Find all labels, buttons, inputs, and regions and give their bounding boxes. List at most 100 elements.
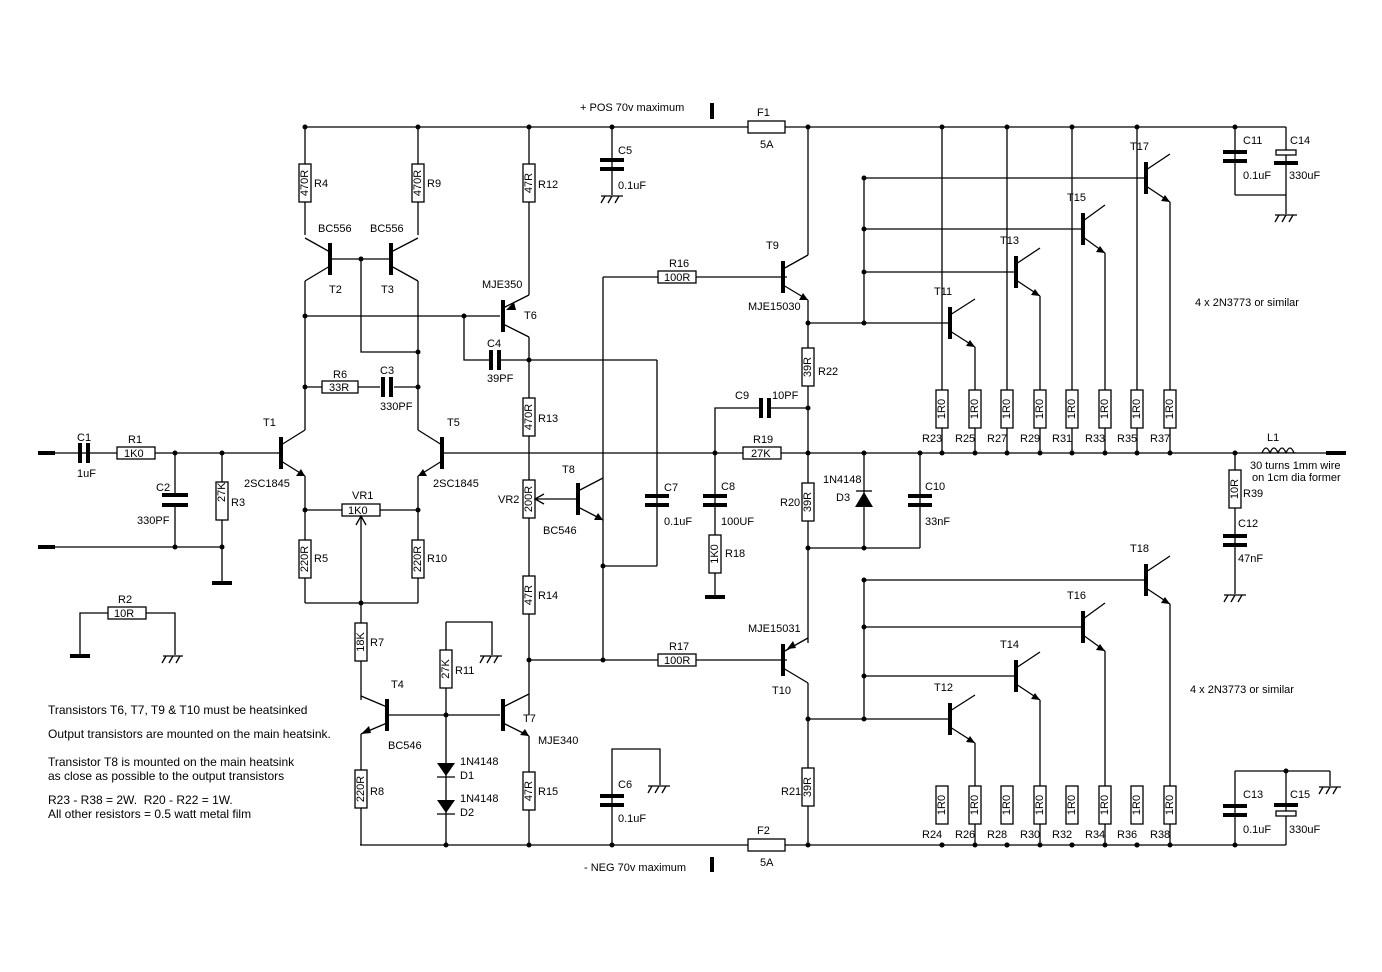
svg-text:BC546: BC546 [388, 740, 422, 752]
rail-decoupling: C5 0.1uF C6 0.1uF [600, 124, 670, 848]
svg-text:C6: C6 [618, 779, 632, 791]
svg-text:MJE340: MJE340 [538, 735, 578, 747]
note-line: Transistors T6, T7, T9 & T10 must be hea… [48, 703, 308, 717]
junction [1069, 124, 1075, 130]
emitter-resistor-value: 1R0 [1099, 795, 1111, 815]
emitter-resistor [1163, 785, 1177, 825]
c1-value: 1uF [77, 468, 96, 480]
emitter-resistor-ref: R23 [922, 433, 942, 445]
note-line: as close as possible to the output trans… [48, 769, 285, 783]
transistor-collector [1015, 651, 1041, 669]
svg-text:27K: 27K [216, 482, 228, 502]
svg-text:R18: R18 [725, 548, 745, 560]
emitter-resistor-value: 1R0 [1131, 795, 1143, 815]
svg-text:C14: C14 [1290, 135, 1310, 147]
transistor-ref: T12 [934, 682, 953, 694]
svg-text:47nF: 47nF [1238, 553, 1263, 565]
emitter-resistor [968, 389, 982, 429]
svg-text:39R: 39R [802, 357, 814, 377]
svg-text:C7: C7 [664, 482, 678, 494]
vas-stage: 47R R12 MJE350 T6 C4 39PF 470R R13 200R … [461, 127, 787, 848]
svg-text:R7: R7 [370, 637, 384, 649]
emitter-arrow [1161, 597, 1170, 604]
transistor-ref: T11 [934, 286, 952, 298]
svg-text:C10: C10 [925, 481, 945, 493]
svg-text:T6: T6 [524, 310, 537, 322]
negative-rail: - NEG 70v maximum [360, 844, 1235, 874]
svg-text:47R: 47R [523, 781, 535, 801]
svg-text:T7: T7 [523, 713, 536, 725]
emitter-resistor-value: 1R0 [1034, 795, 1046, 815]
emitter-resistor-ref: R30 [1020, 829, 1040, 841]
transistor-collector [1015, 247, 1041, 265]
svg-text:BC556: BC556 [370, 223, 404, 235]
svg-text:C4: C4 [487, 338, 501, 350]
svg-text:47R: 47R [523, 173, 535, 193]
emitter-resistor-ref: R31 [1052, 433, 1072, 445]
note-line: Transistor T8 is mounted on the main hea… [48, 755, 295, 769]
svg-text:MJE350: MJE350 [482, 279, 522, 291]
junction [861, 577, 867, 583]
emitter-resistor-value: 1R0 [969, 795, 981, 815]
svg-text:R39: R39 [1243, 488, 1263, 500]
svg-text:C9: C9 [735, 390, 749, 402]
emitter-resistor-ref: R29 [1020, 433, 1040, 445]
junction [861, 716, 867, 722]
junction [861, 269, 867, 275]
svg-text:R15: R15 [538, 786, 558, 798]
emitter-resistor-ref: R34 [1085, 829, 1105, 841]
junction [861, 673, 867, 679]
svg-text:30 turns 1mm wire: 30 turns 1mm wire [1250, 460, 1340, 472]
svg-text:C2: C2 [156, 482, 170, 494]
svg-text:1N4148: 1N4148 [823, 474, 862, 486]
emitter-resistor-value: 1R0 [1034, 399, 1046, 419]
svg-text:470R: 470R [412, 170, 424, 196]
junction [1037, 842, 1043, 848]
svg-text:1K0: 1K0 [709, 544, 721, 564]
emitter-arrow [1096, 246, 1105, 253]
junction [1069, 450, 1075, 456]
build-notes: Transistors T6, T7, T9 & T10 must be hea… [48, 703, 331, 821]
svg-text:R9: R9 [427, 178, 441, 190]
svg-text:5A: 5A [760, 139, 774, 151]
svg-text:470R: 470R [299, 170, 311, 196]
transistor-collector [1145, 555, 1171, 573]
junction [972, 842, 978, 848]
svg-text:T4: T4 [391, 679, 404, 691]
svg-text:VR1: VR1 [352, 490, 373, 502]
junction [1037, 450, 1043, 456]
junction [1102, 450, 1108, 456]
svg-text:MJE15031: MJE15031 [748, 623, 801, 635]
junction [939, 842, 945, 848]
svg-text:R12: R12 [538, 179, 558, 191]
svg-text:R6: R6 [333, 369, 347, 381]
svg-text:330uF: 330uF [1289, 824, 1320, 836]
svg-text:R20: R20 [780, 497, 800, 509]
note-line: R23 - R38 = 2W. R20 - R22 = 1W. [48, 793, 233, 807]
emitter-resistor-ref: R25 [955, 433, 975, 445]
svg-text:R19: R19 [753, 434, 773, 446]
svg-text:33nF: 33nF [925, 516, 950, 528]
svg-text:C13: C13 [1243, 789, 1263, 801]
junction [1134, 450, 1140, 456]
svg-text:R3: R3 [231, 497, 245, 509]
emitter-resistor [1000, 389, 1014, 429]
junction [939, 124, 945, 130]
junction [1167, 450, 1173, 456]
svg-text:T10: T10 [772, 685, 791, 697]
svg-text:T3: T3 [381, 284, 394, 296]
fuse-f2: F2 5A [747, 825, 786, 869]
svg-text:27K: 27K [751, 448, 771, 460]
junction [1004, 450, 1010, 456]
svg-text:33R: 33R [329, 382, 349, 394]
emitter-resistor [968, 785, 982, 825]
svg-text:220R: 220R [355, 776, 367, 802]
note-line: Output transistors are mounted on the ma… [48, 727, 331, 741]
svg-text:39PF: 39PF [487, 373, 514, 385]
emitter-resistor-value: 1R0 [1131, 399, 1143, 419]
emitter-arrow [1031, 289, 1040, 296]
junction [861, 320, 867, 326]
transistor-ref: T16 [1067, 590, 1086, 602]
emitter-resistor [1098, 785, 1112, 825]
junction [861, 226, 867, 232]
